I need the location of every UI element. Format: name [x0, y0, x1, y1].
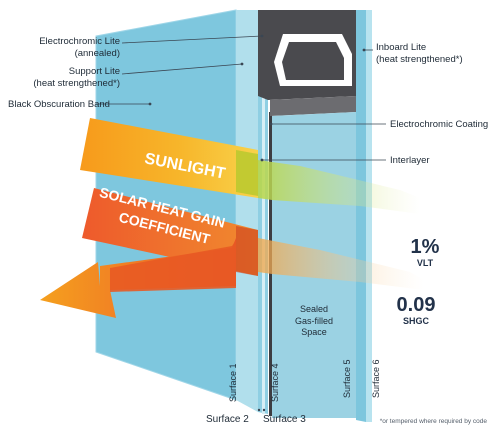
electrochromic-coating-label: Electrochromic Coating — [390, 119, 489, 130]
electrochromic-lite-label: Electrochromic Lite (annealed) — [39, 36, 120, 59]
support-lite-pane — [258, 10, 268, 414]
surface-3-label: Surface 3 — [263, 414, 306, 425]
surface-4-label: Surface 4 — [270, 363, 280, 402]
electrochromic-lite-pane — [95, 9, 258, 412]
leader-lines — [96, 35, 386, 161]
surface-6-label: Surface 6 — [371, 359, 381, 398]
black-obscuration-band — [258, 10, 356, 116]
footnote: *or tempered where required by code — [379, 418, 487, 425]
inboard-lite-label: Inboard Lite (heat strengthened*) — [376, 42, 463, 65]
shgc-label: SHGC — [402, 316, 429, 326]
sealed-space-label: Sealed Gas-filled Space — [294, 304, 333, 337]
inboard-lite-pane — [356, 10, 372, 422]
surface-5-label: Surface 5 — [342, 359, 352, 398]
vlt-label: VLT — [416, 258, 434, 268]
surface-1-label: Surface 1 — [228, 363, 238, 402]
shgc-value: 0.09 — [396, 294, 436, 316]
sunlight-arrow — [80, 118, 420, 214]
surface-2-label: Surface 2 — [206, 414, 249, 425]
interlayer-label: Interlayer — [390, 155, 430, 166]
vlt-value: 1% — [410, 236, 440, 258]
support-lite-label: Support Lite (heat strengthened*) — [33, 66, 120, 89]
black-obscuration-band-label: Black Obscuration Band — [8, 99, 110, 110]
